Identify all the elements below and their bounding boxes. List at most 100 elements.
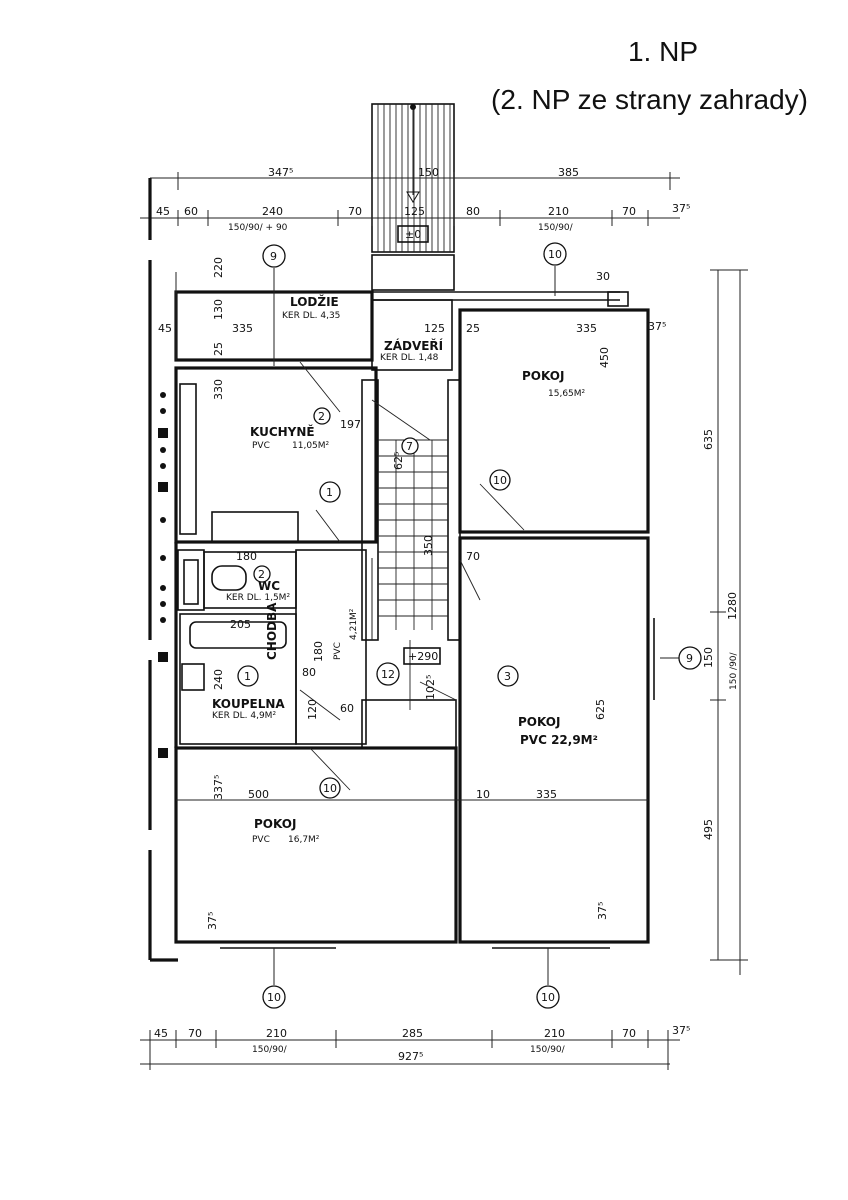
dim-top2-e: 125: [404, 205, 425, 218]
room-koupelna: KOUPELNA: [212, 697, 285, 711]
dim-375b: 37⁵: [206, 912, 219, 930]
tag-9-top: [262, 244, 286, 268]
dim-625: 625: [594, 699, 607, 720]
tag-10-sw: [319, 777, 341, 799]
windows: [220, 618, 655, 949]
tag-10-bl-text: 10: [267, 991, 281, 1004]
dim-top-a: 347⁵: [268, 166, 293, 179]
room-chodba: CHODBA: [265, 602, 279, 660]
tag-10-bl: [262, 985, 286, 1009]
dim-right-b: 1280: [726, 592, 739, 620]
room-wc-floor: KER DL. 1,5M²: [226, 593, 290, 603]
dim-330: 330: [212, 379, 225, 400]
tag-10-ne: [489, 469, 511, 491]
dim-bot-sub-b: 150/90/: [530, 1045, 566, 1055]
tag-10-top-text: 10: [548, 248, 562, 261]
room-pokoj-sw-floor-b: 16,7M²: [288, 835, 320, 845]
room-koupelna-floor: KER DL. 4,9M²: [212, 711, 276, 721]
dim-top2-b: 60: [184, 205, 198, 218]
dim-375a: 37⁵: [648, 320, 666, 333]
dim-205: 205: [230, 618, 251, 631]
dim-70: 70: [466, 550, 480, 563]
dim-top2-f: 80: [466, 205, 480, 218]
tag-2-kuchyne: [313, 407, 331, 425]
dim-bot-g: 37⁵: [672, 1024, 690, 1037]
tag-1-koupelna-text: 1: [244, 670, 251, 683]
room-pokoj-sw-floor-a: PVC: [252, 835, 270, 845]
dim-197: 197: [340, 418, 361, 431]
dim-30a: 30: [596, 270, 610, 283]
tag-9-top-text: 9: [270, 250, 277, 263]
room-pokoj-e: POKOJ: [518, 715, 560, 729]
interior-walls: [177, 299, 461, 749]
tag-7-text: 7: [406, 440, 413, 453]
room-lodzie: LODŽIE: [290, 294, 339, 309]
dim-350: 350: [422, 535, 435, 556]
tag-10-ne-text: 10: [493, 474, 507, 487]
tag-10-sw-text: 10: [323, 782, 337, 795]
dim-625b: 62⁵: [392, 452, 405, 470]
dim-top2-h: 70: [622, 205, 636, 218]
level-marker-top: [397, 225, 429, 243]
dim-335c: 335: [536, 788, 557, 801]
dim-bot-a: 45: [154, 1027, 168, 1040]
dim-bot-f: 70: [622, 1027, 636, 1040]
dim-bot-c: 210: [266, 1027, 287, 1040]
bottom-dimension-lines: [140, 1030, 680, 1070]
level-marker-stair: [403, 647, 441, 665]
dim-bot-total: 927⁵: [398, 1050, 423, 1063]
door-swings: [299, 361, 525, 791]
dim-220: 220: [212, 257, 225, 278]
tag-12-text: 12: [381, 668, 395, 681]
tag-1-koupelna: [237, 665, 259, 687]
dim-120: 120: [306, 699, 319, 720]
dim-450: 450: [598, 347, 611, 368]
detail-tags: [237, 242, 702, 1009]
dim-top-b: 150: [418, 166, 439, 179]
interior-dimension-lines: [175, 272, 648, 801]
fixtures: [179, 383, 287, 691]
room-lodzie-floor: KER DL. 4,35: [282, 311, 340, 321]
tag-2-wc: [253, 565, 271, 583]
dim-top2-sub-b: 150/90/: [538, 223, 574, 233]
dim-top2-g: 210: [548, 205, 569, 218]
tag-3-text: 3: [504, 670, 511, 683]
dim-1025: 102⁵: [424, 675, 437, 700]
dim-bot-e: 210: [544, 1027, 565, 1040]
dim-right-d: 150 /90/: [729, 651, 739, 690]
room-zadveri-floor: KER DL. 1,48: [380, 353, 439, 363]
neighbour-wall: [148, 178, 178, 962]
dim-bot-sub-a: 150/90/: [252, 1045, 288, 1055]
dim-500: 500: [248, 788, 269, 801]
tag-2-kuchyne-text: 2: [318, 410, 325, 423]
tag-10-br-text: 10: [541, 991, 555, 1004]
dim-bot-d: 285: [402, 1027, 423, 1040]
dim-60: 60: [340, 702, 354, 715]
tag-1-kuchyne-text: 1: [326, 486, 333, 499]
dim-25a: 25: [212, 342, 225, 356]
drawing-subtitle: (2. NP ze strany zahrady): [491, 84, 808, 115]
room-pokoj-ne-floor: 15,65M²: [548, 389, 586, 399]
tag-10-top: [543, 242, 567, 266]
dim-335a: 335: [232, 322, 253, 335]
dim-3375: 337⁵: [212, 775, 225, 800]
tag-9-right-text: 9: [686, 652, 693, 665]
tag-7: [401, 437, 419, 455]
dim-130: 130: [212, 299, 225, 320]
right-dimension-lines: [710, 269, 748, 975]
dim-top2-c: 240: [262, 205, 283, 218]
dim-25b: 25: [466, 322, 480, 335]
tag-1-kuchyne: [319, 481, 341, 503]
dim-right-c: 150: [702, 647, 715, 668]
room-chodba-floor-b: 4,21M²: [349, 608, 359, 640]
dim-375c: 37⁵: [596, 902, 609, 920]
room-pokoj-e-floor: PVC 22,9M²: [520, 733, 598, 747]
tag-3: [497, 665, 519, 687]
room-kuchyne-floor-a: PVC: [252, 441, 270, 451]
level-marker-top-text: ±0: [405, 228, 421, 241]
dim-right-a: 635: [702, 429, 715, 450]
dim-top2-d: 70: [348, 205, 362, 218]
dim-top2-i: 37⁵: [672, 202, 690, 215]
interior-stair: [371, 399, 448, 710]
